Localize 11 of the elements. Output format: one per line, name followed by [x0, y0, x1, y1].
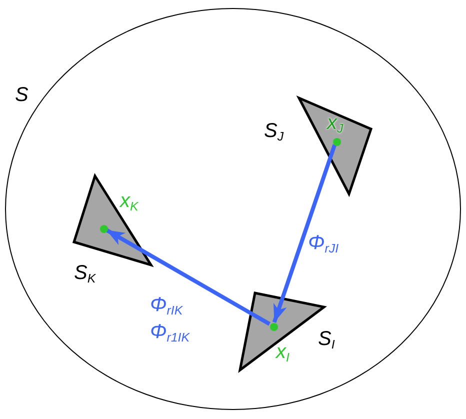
set-label: S — [15, 85, 28, 105]
set-label: S$_{J}$ — [264, 121, 284, 144]
set-ellipse — [5, 8, 461, 410]
edge-label: Φ$_{rIK}$ Φ$_{r1IK}$ — [150, 293, 191, 347]
point-label: x$_{K}$ — [120, 191, 138, 214]
point-label: x$_{J}$ — [327, 113, 344, 136]
set-label: S$_{I}$ — [318, 329, 335, 352]
set-label: S$_{K}$ — [74, 263, 96, 286]
point-label: x$_{I}$ — [276, 342, 290, 364]
edge-label: Φ$_{rJI}$ — [308, 231, 340, 258]
arrow — [105, 228, 271, 326]
